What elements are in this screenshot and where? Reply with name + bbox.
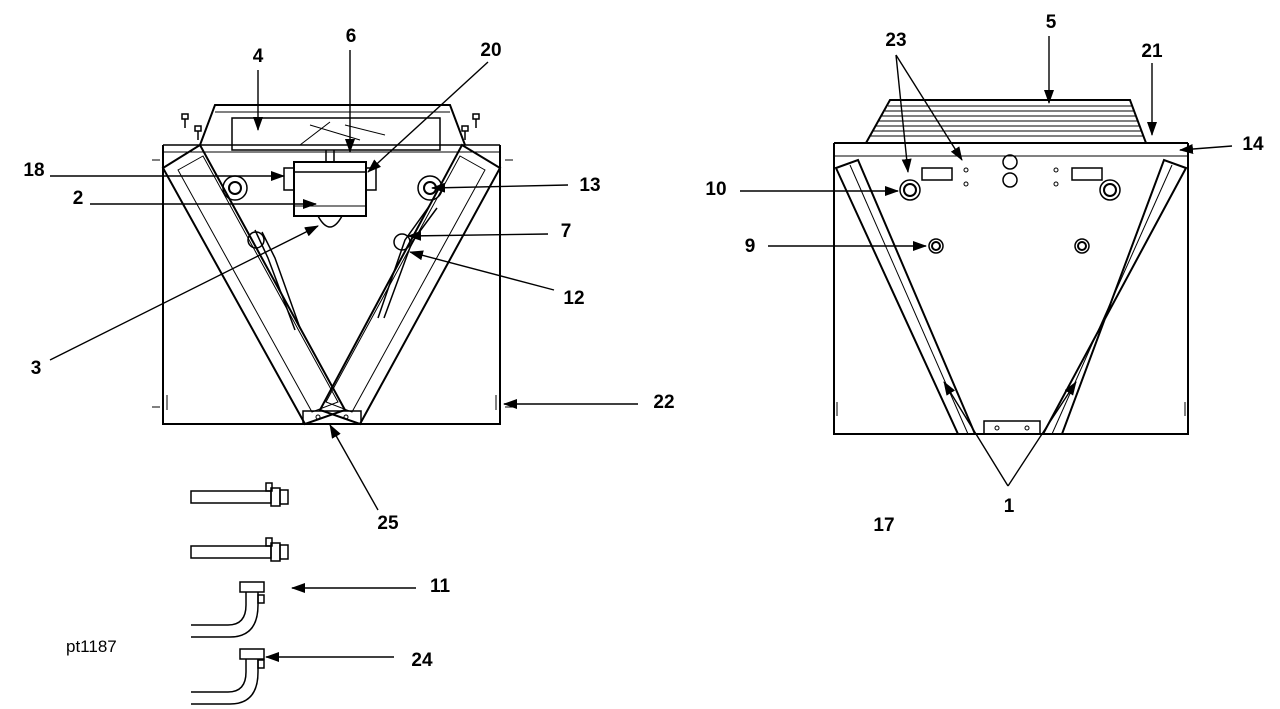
loose-fittings bbox=[190, 482, 289, 705]
callout-9: 9 bbox=[745, 236, 756, 257]
callout-21: 21 bbox=[1141, 41, 1163, 62]
callout-1: 1 bbox=[1004, 496, 1015, 517]
callout-13: 13 bbox=[579, 175, 600, 196]
callout-22: 22 bbox=[653, 392, 674, 413]
callout-12: 12 bbox=[563, 288, 584, 309]
callout-20: 20 bbox=[480, 40, 501, 61]
callout-18: 18 bbox=[23, 160, 44, 181]
callout-3: 3 bbox=[31, 358, 42, 379]
left-unit-view bbox=[152, 104, 513, 426]
callout-14: 14 bbox=[1242, 134, 1264, 155]
callout-10: 10 bbox=[705, 179, 726, 200]
callout-labels: 4 6 20 18 2 13 7 12 3 22 25 11 24 23 5 2… bbox=[23, 12, 1264, 671]
callout-25: 25 bbox=[377, 513, 399, 534]
right-unit-view bbox=[833, 99, 1189, 435]
callout-5: 5 bbox=[1046, 12, 1057, 33]
figure-reference-id: pt1187 bbox=[66, 637, 117, 656]
callout-4: 4 bbox=[253, 46, 264, 67]
callout-6: 6 bbox=[346, 26, 357, 47]
callout-11: 11 bbox=[430, 576, 451, 597]
callout-23: 23 bbox=[885, 30, 906, 51]
callout-2: 2 bbox=[73, 188, 84, 209]
callout-17: 17 bbox=[873, 515, 894, 536]
port-fitting-icon bbox=[222, 175, 443, 201]
callout-24: 24 bbox=[411, 650, 433, 671]
screw-icon bbox=[963, 167, 1059, 187]
bolt-icon bbox=[181, 113, 480, 140]
callout-7: 7 bbox=[561, 221, 572, 242]
port-fitting-icon bbox=[899, 179, 1121, 254]
leader-lines bbox=[49, 36, 1233, 662]
